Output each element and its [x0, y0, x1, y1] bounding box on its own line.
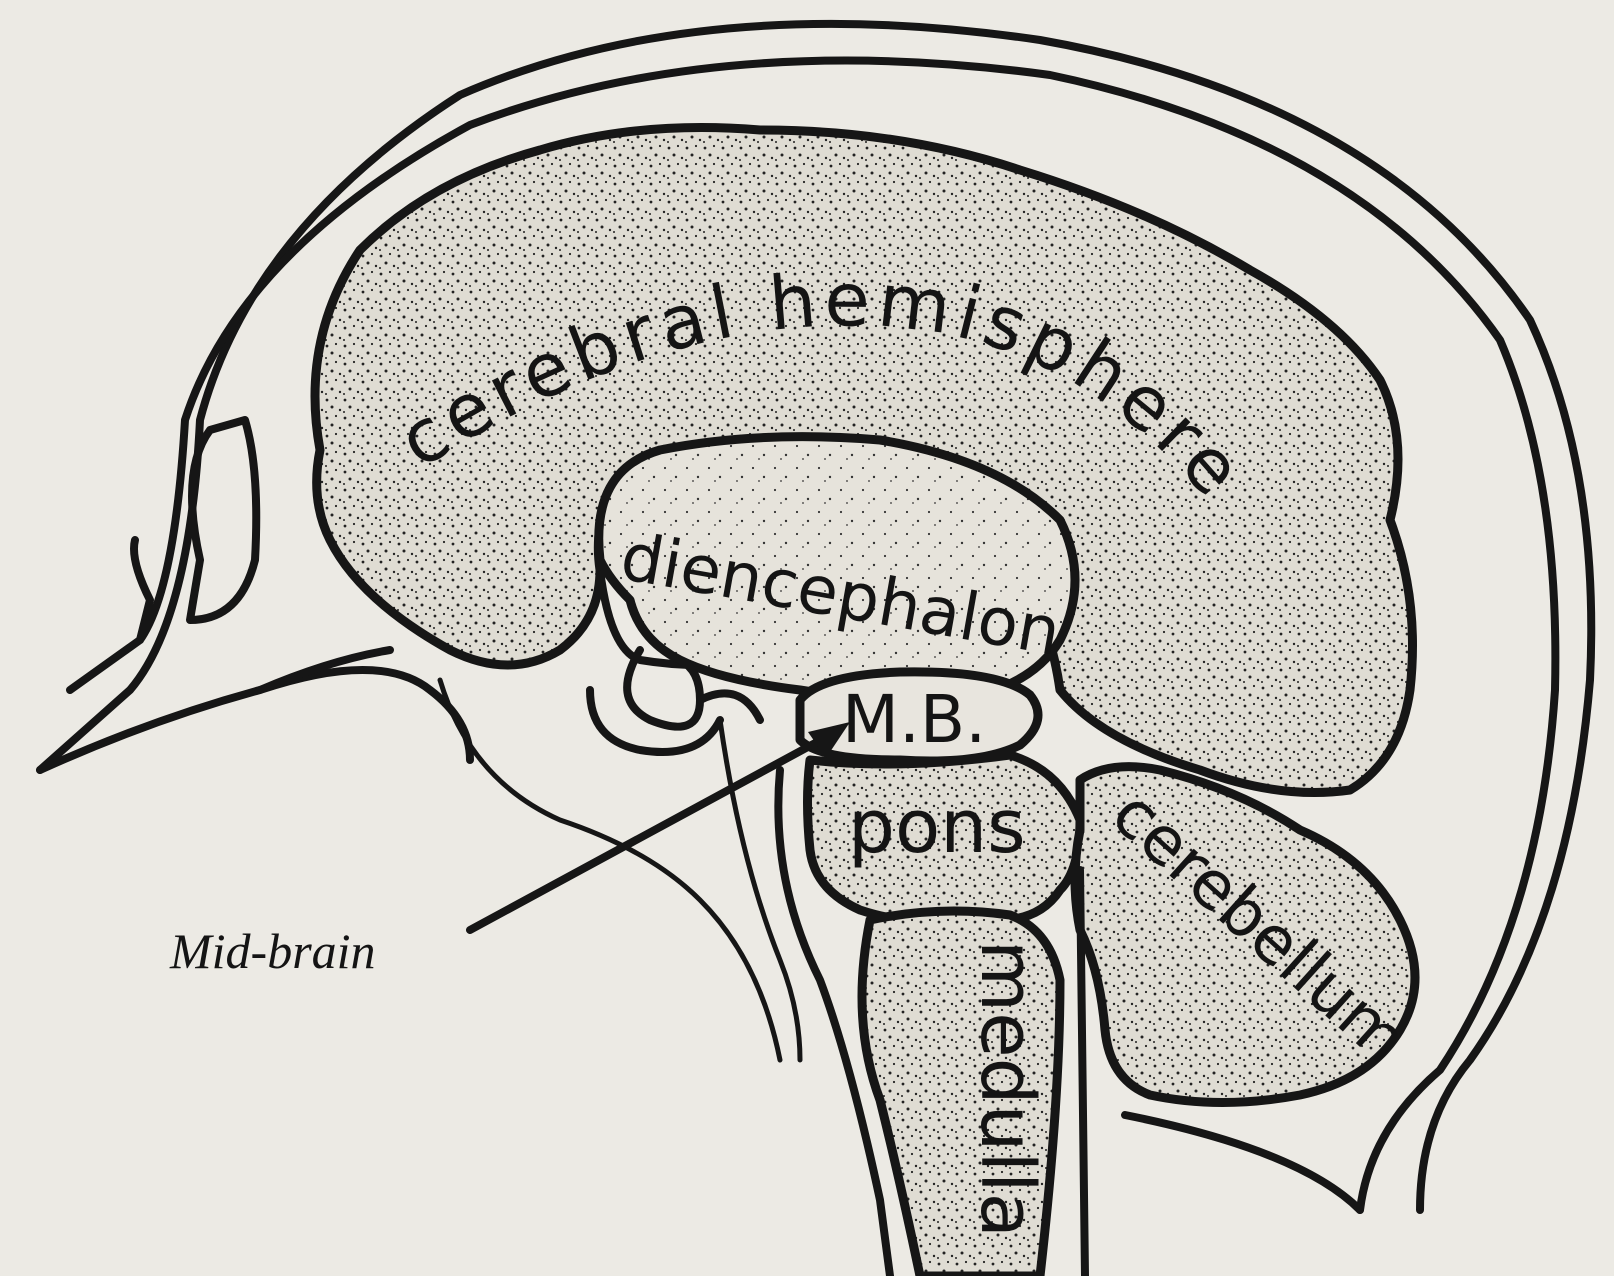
- mid-brain-callout-label: Mid-brain: [169, 923, 376, 979]
- pons-label: pons: [848, 784, 1026, 870]
- medulla-label: medulla: [964, 940, 1050, 1238]
- mid-brain-abbrev-label: M.B.: [842, 681, 986, 758]
